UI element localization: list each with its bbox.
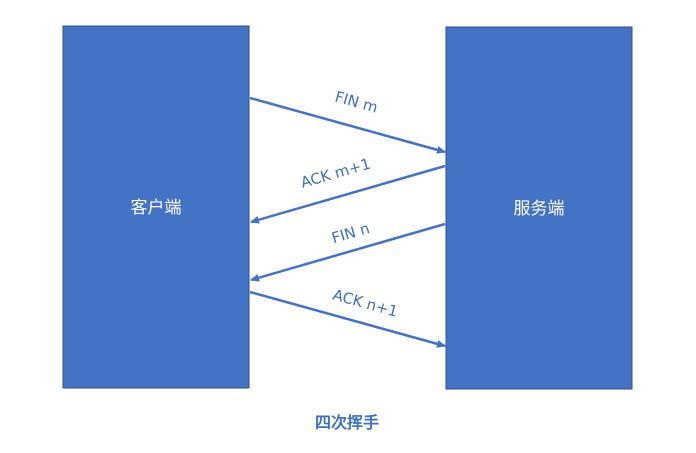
fin-m-arrow <box>249 96 446 154</box>
client-box <box>62 25 250 389</box>
diagram-caption: 四次挥手 <box>315 413 379 432</box>
ack-n1-label: ACK n+1 <box>331 286 400 321</box>
ack-m1-label: ACK m+1 <box>299 155 373 192</box>
fin-m-label: FIN m <box>333 88 380 117</box>
fin-n-label: FIN n <box>330 219 372 247</box>
server-label: 服务端 <box>514 199 565 219</box>
client-label: 客户端 <box>131 198 182 218</box>
server-box <box>445 26 633 390</box>
ack-n1-arrow <box>249 290 446 348</box>
fin-n-arrow <box>250 222 446 282</box>
ack-m1-arrow <box>250 164 446 224</box>
